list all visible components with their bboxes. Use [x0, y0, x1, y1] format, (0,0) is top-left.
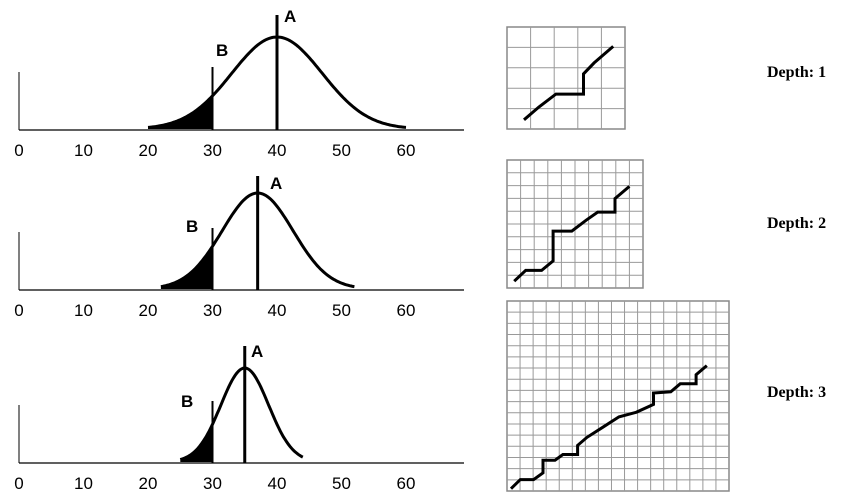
- x-tick-label: 10: [74, 301, 93, 320]
- x-tick-label: 30: [203, 301, 222, 320]
- depth-label: Depth: 3: [767, 384, 826, 401]
- panel-depth-2: 0 10 20 30 40 50 60 A B Depth: 2: [14, 159, 826, 320]
- panel-depth-1: 0 10 20 30 40 50 60 A B Depth: 1: [14, 7, 826, 160]
- x-tick-label: 60: [397, 141, 416, 160]
- marker-b-label: B: [186, 217, 198, 236]
- x-tick-label: 60: [397, 474, 416, 493]
- x-tick-label: 50: [332, 141, 351, 160]
- partition-grid: [506, 159, 644, 289]
- marker-b-label: B: [181, 392, 193, 411]
- x-tick-label: 10: [74, 141, 93, 160]
- depth-label: Depth: 2: [767, 215, 826, 232]
- x-tick-label: 60: [397, 301, 416, 320]
- x-tick-label: 50: [332, 301, 351, 320]
- x-tick-label: 40: [268, 301, 287, 320]
- marker-a-label: A: [251, 342, 263, 361]
- x-tick-label: 20: [139, 474, 158, 493]
- grid-border: [506, 26, 626, 130]
- x-tick-label: 0: [14, 141, 23, 160]
- x-tick-label: 50: [332, 474, 351, 493]
- x-tick-label: 0: [14, 301, 23, 320]
- x-tick-label: 40: [268, 141, 287, 160]
- x-tick-label: 40: [268, 474, 287, 493]
- x-tick-label: 10: [74, 474, 93, 493]
- warping-path: [509, 364, 708, 490]
- warping-path: [513, 185, 631, 283]
- x-tick-label: 20: [139, 141, 158, 160]
- shaded-tail-area: [160, 246, 213, 289]
- warping-path: [523, 45, 615, 121]
- x-tick-label: 30: [203, 141, 222, 160]
- partition-grid: [506, 26, 626, 130]
- shaded-tail-area: [180, 424, 213, 462]
- distribution-curve: [179, 366, 304, 462]
- marker-b-label: B: [216, 41, 228, 60]
- x-tick-label: 20: [139, 301, 158, 320]
- shaded-tail-area: [148, 95, 213, 129]
- marker-a-label: A: [284, 7, 296, 26]
- grid-border: [506, 300, 730, 492]
- depth-label: Depth: 1: [767, 64, 826, 81]
- partition-grid: [506, 300, 730, 492]
- x-tick-label: 30: [203, 474, 222, 493]
- marker-a-label: A: [270, 174, 282, 193]
- x-tick-label: 0: [14, 474, 23, 493]
